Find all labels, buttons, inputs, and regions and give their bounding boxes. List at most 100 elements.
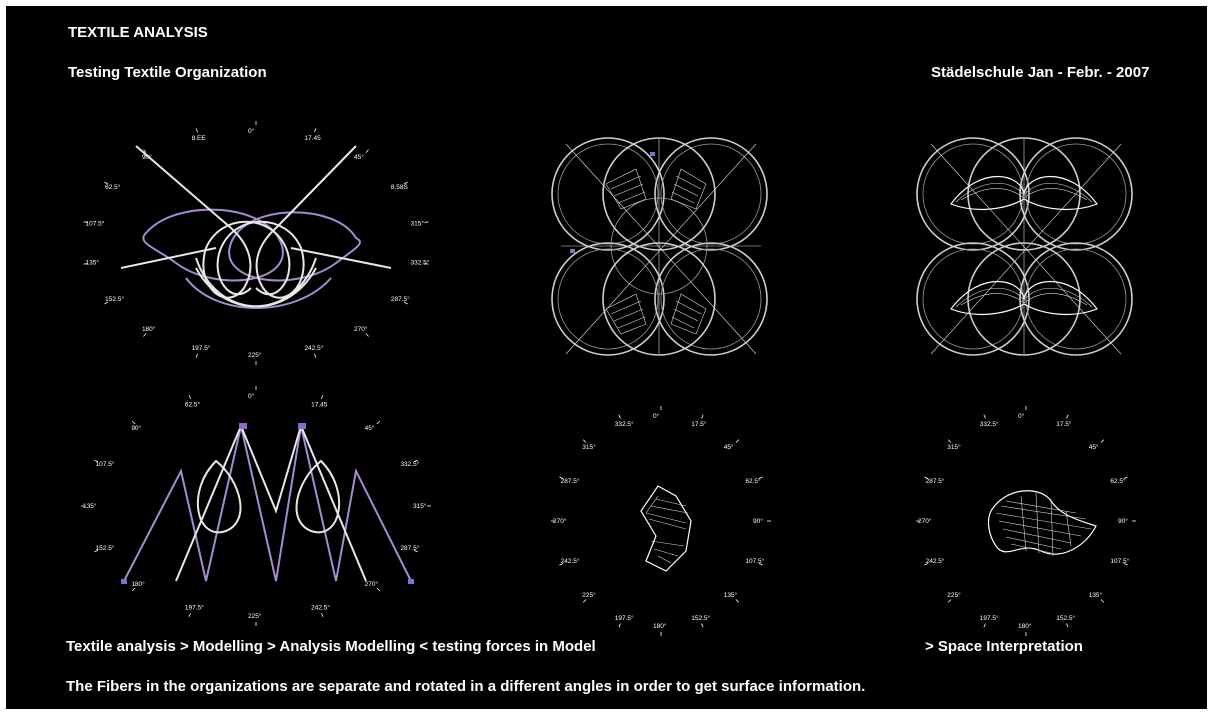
angle-label: 270° — [365, 580, 379, 588]
angle-label: 315° — [410, 220, 424, 228]
angle-label: 107.5° — [1110, 557, 1129, 565]
angle-tick — [196, 354, 197, 358]
angle-tick — [314, 354, 315, 358]
school-date: Städelschule Jan - Febr. - 2007 — [931, 64, 1149, 81]
angle-label: 90° — [131, 424, 141, 432]
angle-tick — [189, 613, 191, 617]
angle-label: 90° — [753, 517, 763, 525]
angle-label: 197.5° — [980, 614, 999, 622]
angle-tick — [366, 333, 369, 336]
angle-tick — [189, 395, 191, 399]
angle-label: 107.5° — [96, 460, 115, 468]
dense-mesh — [931, 139, 1121, 354]
angle-label: 332.5° — [410, 258, 429, 266]
angle-label: 107.5° — [745, 557, 764, 565]
angle-label: 62.5° — [1110, 477, 1126, 485]
force-dial-middle: 0°17.5°45°62.5°90°107.5°135°152.5°180°19… — [546, 401, 776, 641]
angle-label: 45° — [1089, 443, 1099, 451]
angle-label: 287.5° — [926, 477, 945, 485]
process-steps: Textile analysis > Modelling > Analysis … — [66, 638, 596, 655]
angle-label: 180° — [131, 580, 145, 588]
angle-tick — [736, 440, 739, 443]
angle-tick — [377, 421, 380, 424]
angle-tick — [1067, 624, 1069, 628]
angle-label: 242.5° — [926, 557, 945, 565]
angle-tick — [702, 415, 704, 419]
angle-label: 180° — [1018, 622, 1032, 630]
angle-tick — [702, 624, 704, 628]
angle-label: 90° — [1118, 517, 1128, 525]
angle-tick — [132, 588, 135, 591]
angle-tick — [984, 415, 986, 419]
ring-set-dense — [917, 138, 1132, 355]
angle-tick — [619, 415, 621, 419]
angle-label: 197.5° — [185, 604, 204, 612]
angle-label: 315° — [413, 502, 427, 510]
angle-label: 17.45 — [304, 135, 321, 142]
angle-label: 0° — [248, 392, 255, 400]
angle-label: 62.5° — [745, 477, 761, 485]
poster-subtitle: Testing Textile Organization — [68, 64, 267, 81]
force-dial-right: 0°17.5°45°62.5°90°107.5°135°152.5°180°19… — [911, 401, 1141, 641]
angle-label: 332.5° — [980, 420, 999, 428]
angle-label: 180° — [653, 622, 667, 630]
caption: The Fibers in the organizations are sepa… — [66, 678, 865, 695]
angle-tick — [132, 421, 135, 424]
angle-tick — [583, 599, 586, 602]
angle-label: 0° — [248, 127, 255, 135]
angle-label: 152.5° — [96, 544, 115, 552]
angle-label: 180° — [142, 325, 156, 333]
angle-label: 242.5° — [561, 557, 580, 565]
angle-label: 45° — [724, 443, 734, 451]
angle-label: 287.5° — [561, 477, 580, 485]
angle-tick — [1101, 440, 1104, 443]
angle-tick — [424, 222, 428, 223]
angle-labels: 0°17.5°45°62.5°90°107.5°135°152.5°180°19… — [551, 406, 771, 636]
angle-label: 225° — [248, 351, 262, 359]
angle-tick — [948, 440, 951, 443]
angle-label: 0° — [653, 412, 660, 420]
angle-label: 225° — [582, 591, 596, 599]
angle-label: 135° — [1089, 591, 1103, 599]
angle-tick — [366, 150, 369, 153]
angle-label: 135° — [83, 502, 97, 510]
angle-tick — [377, 588, 380, 591]
angle-tick — [736, 599, 739, 602]
angle-label: 135° — [86, 258, 100, 266]
angle-labels: 0°17.5°45°62.5°90°107.5°135°152.5°180°19… — [916, 406, 1136, 636]
angle-label: 17.5° — [691, 420, 707, 428]
angle-label: 315° — [582, 443, 596, 451]
angle-label: 8.58S — [391, 184, 409, 191]
textile-dial-bottom-left: 0°17.4545°332.5°315°287.5°270°242.5°225°… — [66, 381, 446, 621]
ring-grid-middle — [546, 114, 776, 384]
angle-tick — [1067, 415, 1069, 419]
angle-label: 332.5° — [615, 420, 634, 428]
text-cutoff — [616, 636, 661, 660]
angle-label: 8.EE — [192, 135, 207, 142]
angle-tick — [948, 599, 951, 602]
angle-label: 152.5° — [105, 295, 124, 303]
angle-label: 287.5° — [391, 295, 410, 303]
angle-tick — [314, 128, 315, 132]
angle-labels: 0°17.4545°332.5°315°287.5°270°242.5°225°… — [81, 386, 431, 626]
angle-label: 152.5° — [691, 614, 710, 622]
angle-labels: 0°17.4545°8.58S315°332.5°287.5°270°242.5… — [84, 121, 430, 365]
angle-label: 332.5° — [400, 460, 419, 468]
angle-tick — [321, 395, 323, 399]
angle-label: 270° — [918, 517, 932, 525]
angle-label: 197.5° — [192, 344, 211, 352]
angle-label: 17.45 — [311, 401, 328, 408]
angle-tick — [144, 333, 147, 336]
purple-zigzag — [124, 426, 411, 581]
angle-tick — [1101, 599, 1104, 602]
angle-label: 242.5° — [311, 604, 330, 612]
textile-dial-top-left: 0°17.4545°8.58S315°332.5°287.5°270°242.5… — [66, 118, 446, 358]
angle-label: 270° — [553, 517, 567, 525]
angle-tick — [321, 613, 323, 617]
angle-label: 0° — [1018, 412, 1025, 420]
angle-label: 107.5° — [86, 220, 105, 228]
angle-label: 62.5° — [105, 183, 121, 191]
angle-label: 45° — [365, 424, 375, 432]
angle-tick — [196, 128, 197, 132]
angle-label: 152.5° — [1056, 614, 1075, 622]
